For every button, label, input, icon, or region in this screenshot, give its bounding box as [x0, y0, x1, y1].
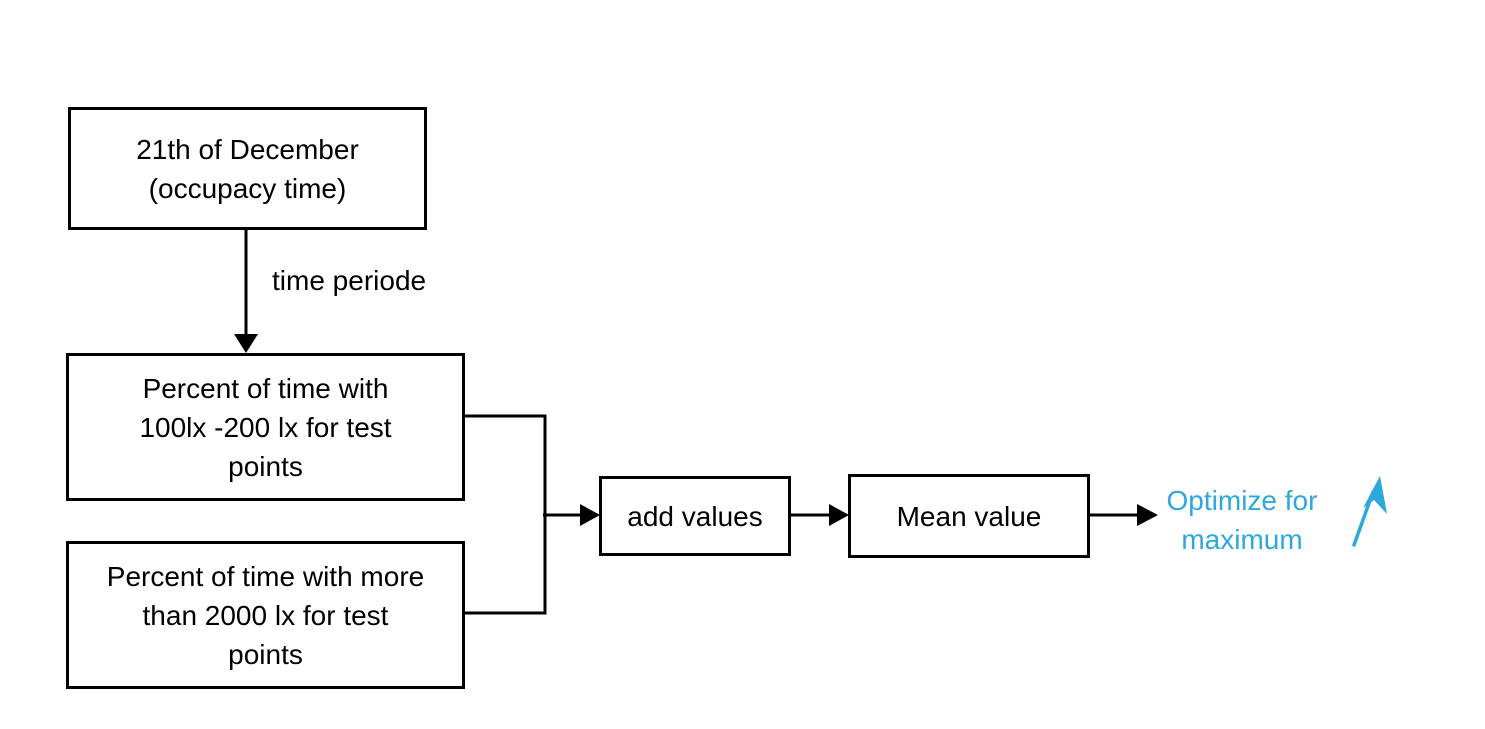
edge-mean-to-goal [1088, 504, 1158, 526]
node-percent-low-text: Percent of time with 100lx -200 lx for t… [139, 372, 392, 482]
node-date-text: 21th of December (occupacy time) [136, 133, 359, 204]
node-percent-high-text: Percent of time with more than 2000 lx f… [106, 560, 425, 670]
node-percent-high-box: Percent of time with more than 2000 lx f… [66, 541, 465, 689]
edge-label-time-period: time periode [272, 265, 427, 296]
edge-date-to-percent-low [234, 229, 258, 353]
edge-merge-to-add [543, 504, 600, 526]
node-add-values-text: add values [627, 500, 763, 532]
goal-text: Optimize for maximum [1166, 485, 1318, 555]
node-percent-low-box: Percent of time with 100lx -200 lx for t… [66, 353, 465, 501]
node-mean-value-box: Mean value [848, 474, 1090, 558]
node-add-values-box: add values [599, 476, 791, 556]
node-date-box: 21th of December (occupacy time) [68, 107, 427, 230]
edge-merge-bracket [463, 414, 547, 615]
edge-add-to-mean [790, 504, 849, 526]
node-mean-value-text: Mean value [896, 500, 1042, 532]
arrow-up-right-icon [1352, 476, 1387, 547]
